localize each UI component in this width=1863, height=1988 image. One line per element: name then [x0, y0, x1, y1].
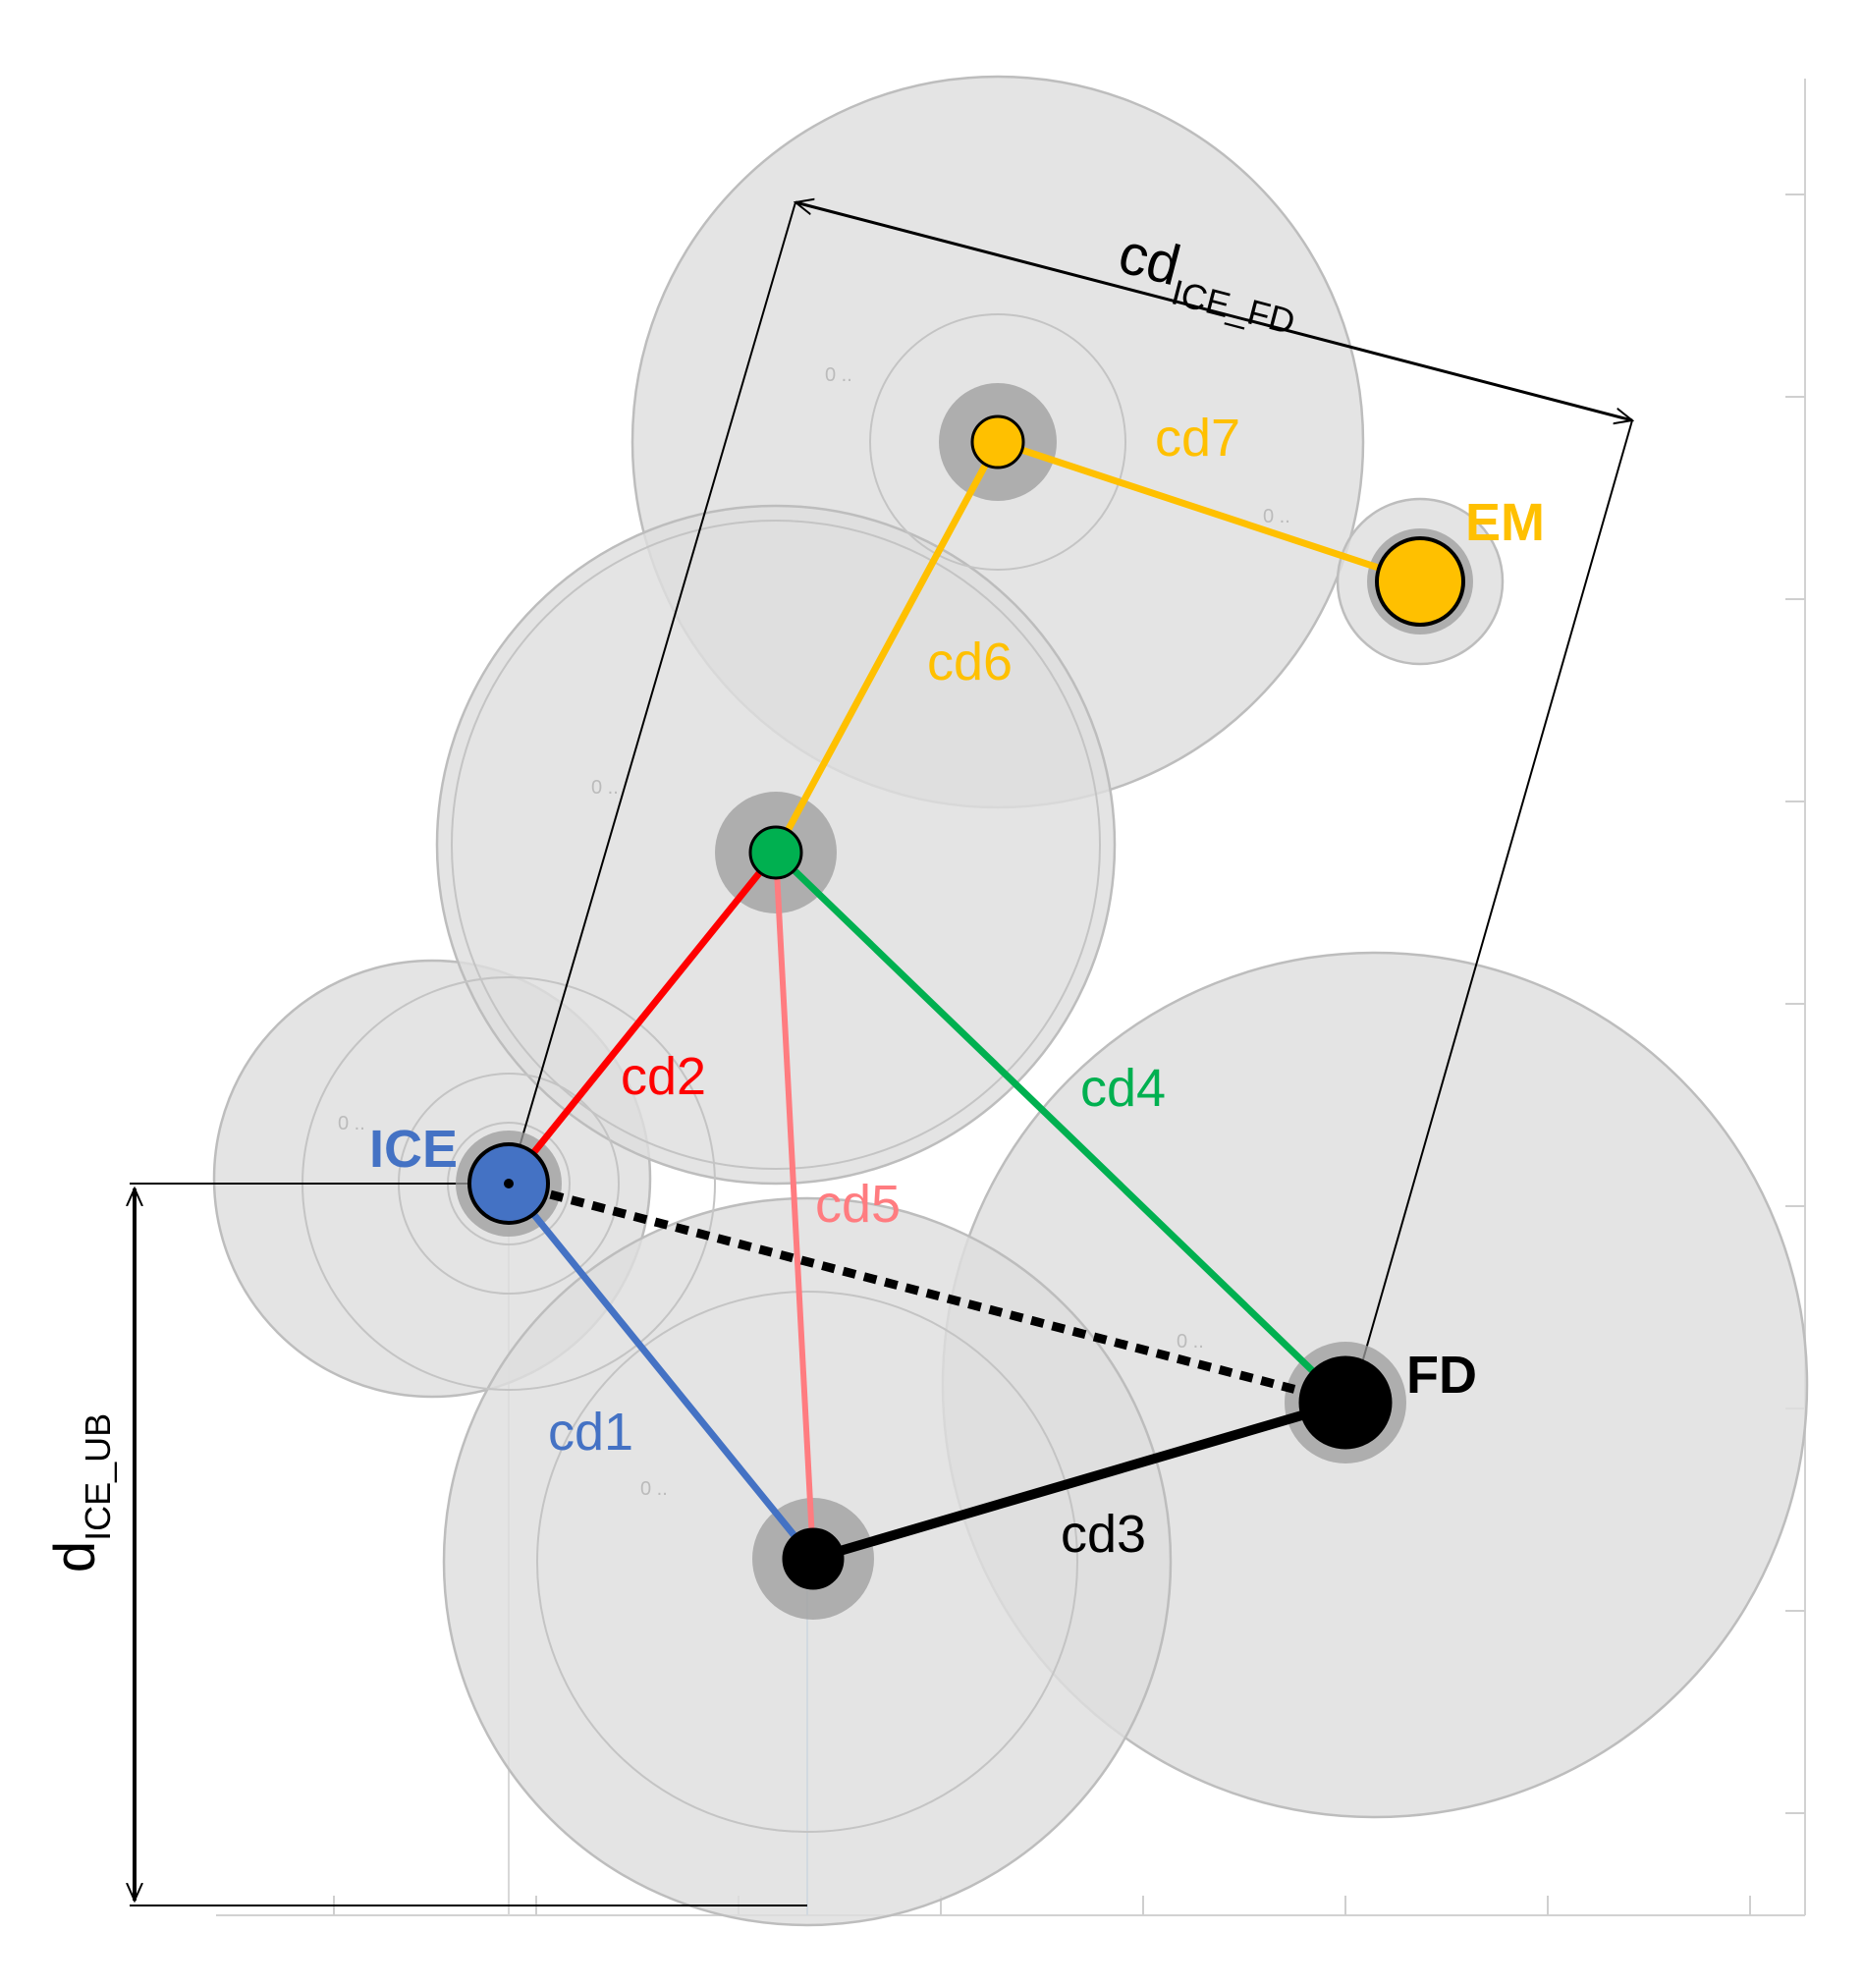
node-em — [1375, 536, 1465, 627]
nodes — [467, 414, 1465, 1590]
node-labels: ICE EM FD — [369, 493, 1545, 1405]
connection-label-cd7: cd7 — [1155, 409, 1240, 468]
svg-text:0 ..: 0 .. — [338, 1113, 365, 1134]
connection-label-cd4: cd4 — [1080, 1059, 1166, 1118]
gear-circles — [212, 75, 1809, 1927]
connection-label-cd6: cd6 — [927, 633, 1013, 691]
connection-cd6 — [772, 440, 1002, 855]
node-ice-center — [504, 1179, 514, 1188]
connection-label-cd1: cd1 — [548, 1403, 633, 1462]
connection-lines — [506, 438, 1422, 1564]
node-label-fd: FD — [1406, 1346, 1477, 1405]
direct-link-ice-fd — [507, 1179, 1347, 1408]
dimension-label-ice-ub: dICE_UB — [43, 1413, 118, 1573]
connection-label-cd2: cd2 — [621, 1047, 706, 1106]
connection-labels: cd1 cd2 cd3 cd4 cd5 cd6 cd7 — [548, 409, 1240, 1564]
connection-cd5 — [773, 852, 816, 1560]
dimension-lines — [130, 201, 1633, 1906]
dim-extension-ice — [508, 201, 796, 1185]
node-fd — [1298, 1355, 1393, 1450]
connection-cd2 — [506, 850, 779, 1187]
svg-text:0 ..: 0 .. — [825, 364, 852, 386]
svg-text:0 ..: 0 .. — [640, 1478, 668, 1500]
dimension-ice-ub-sub: ICE_UB — [78, 1413, 118, 1541]
dimension-ice-ub-main: d — [43, 1541, 107, 1573]
svg-text:0 ..: 0 .. — [1263, 506, 1290, 527]
dimension-labels: cdICE_FD dICE_UB — [43, 221, 1299, 1573]
node-label-em: EM — [1465, 493, 1545, 552]
node-mid — [748, 825, 803, 880]
connection-label-cd3: cd3 — [1061, 1505, 1146, 1564]
connection-cd4 — [773, 850, 1348, 1406]
connection-cd1 — [506, 1181, 816, 1562]
svg-text:0 ..: 0 .. — [591, 777, 619, 799]
node-top — [970, 414, 1025, 469]
node-label-ice: ICE — [369, 1120, 458, 1179]
connection-label-cd5: cd5 — [815, 1175, 901, 1234]
svg-text:dICE_UB: dICE_UB — [43, 1413, 118, 1573]
connection-cd7 — [996, 438, 1422, 585]
node-ub — [782, 1527, 845, 1590]
svg-text:0 ..: 0 .. — [1177, 1331, 1204, 1353]
dim-arrow-ice-fd — [795, 202, 1632, 420]
connection-cd3 — [811, 1398, 1347, 1564]
dim-extension-fd — [1358, 419, 1633, 1374]
